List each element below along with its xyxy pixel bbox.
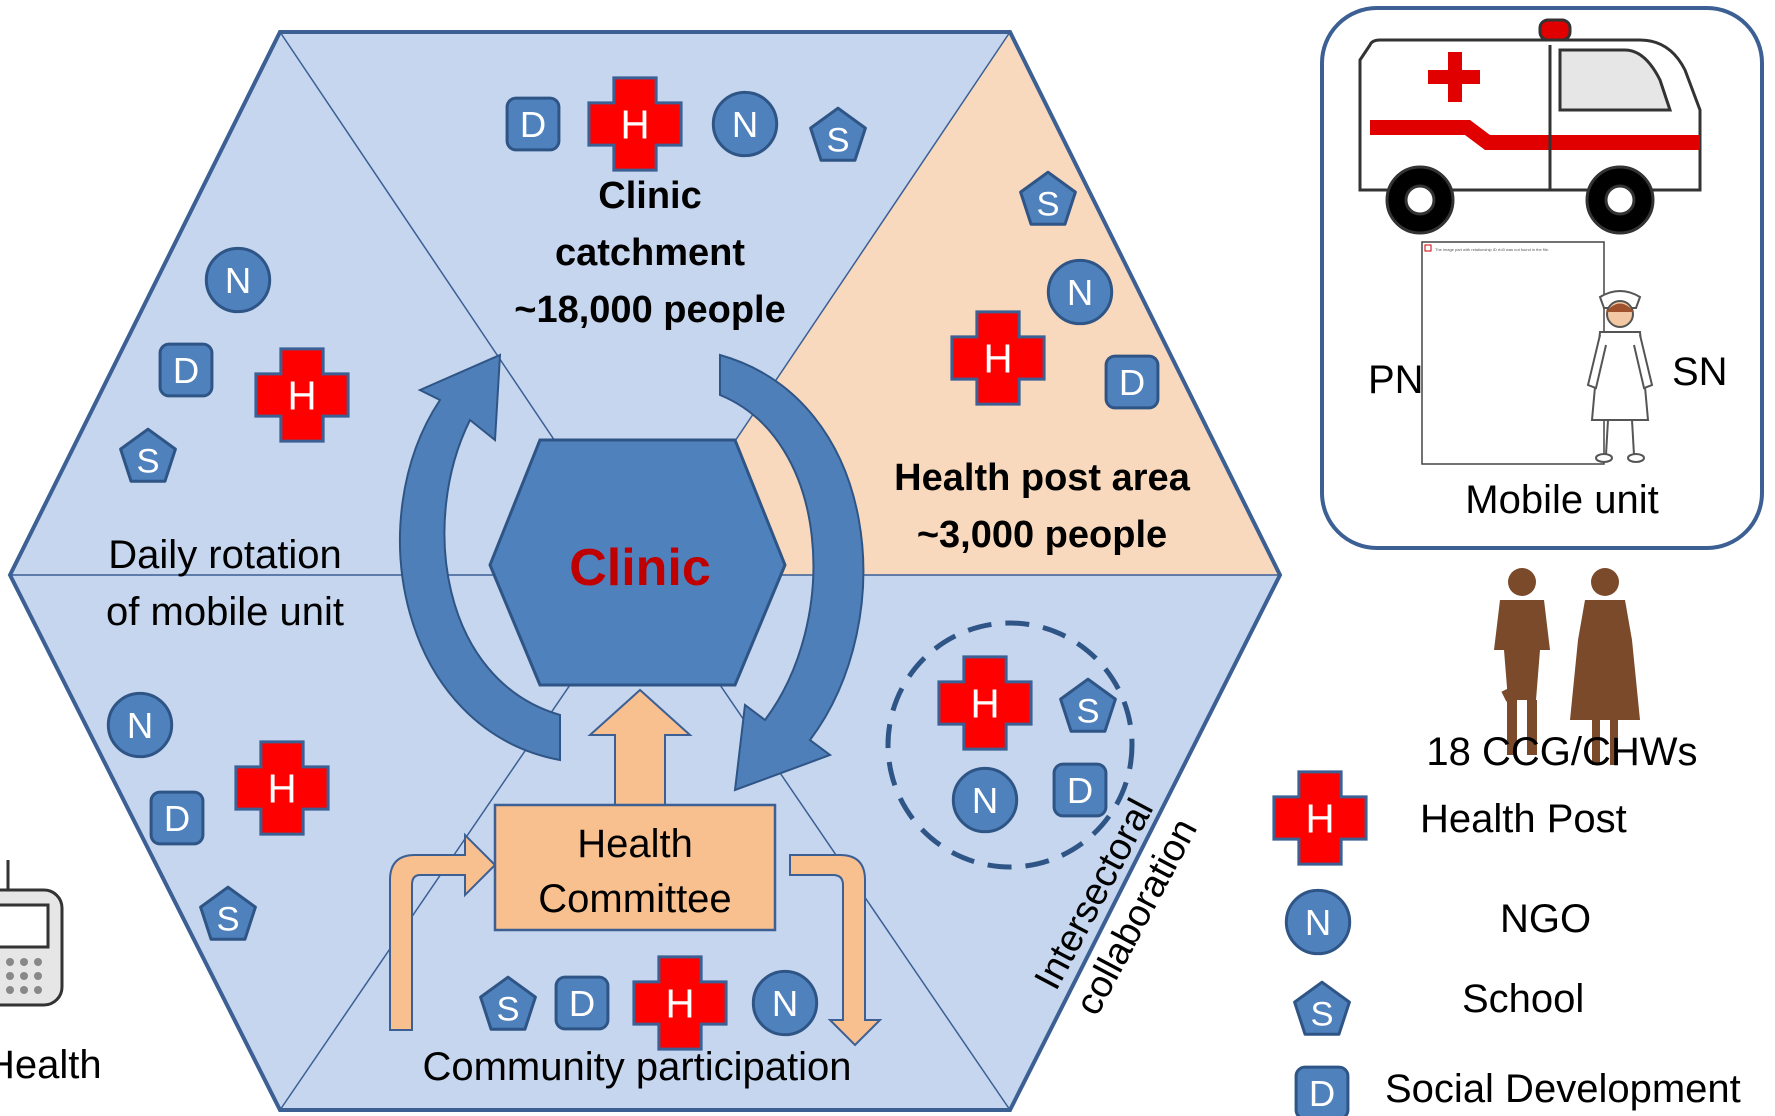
svg-text:H: H [665,981,694,1027]
svg-text:H: H [620,102,649,148]
health-committee-line1: Health [577,822,693,866]
svg-text:N: N [225,260,251,301]
social-dev-icon: D [1052,762,1108,818]
chws-label: 18 CCG/CHWs [1426,730,1697,774]
health-post-icon: H [587,76,683,172]
clinic-catchment-line3: ~18,000 people [514,289,785,331]
ngo-icon: N [951,766,1019,834]
svg-text:N: N [1305,902,1331,943]
svg-text:S: S [1076,692,1099,730]
nurse-icon [1586,290,1654,463]
svg-text:D: D [1309,1073,1335,1114]
clinic-catchment-line1: Clinic [598,175,701,217]
mobile-unit-left-label: PN [1368,358,1424,402]
clinic-center-label: Clinic [569,539,711,597]
community-in-arrow [389,832,497,1031]
social-dev-icon: D [1294,1065,1350,1116]
community-participation-label: Community participation [422,1045,851,1089]
svg-text:S: S [1310,995,1333,1033]
collaboration-circle [885,620,1135,870]
cell-phone-icon [0,860,64,1007]
ngo-icon: N [711,90,779,158]
health-post-area-line1: Health post area [894,457,1191,499]
mobile-unit-panel: The image part with relationship ID rId3… [1320,6,1764,550]
svg-text:H: H [267,766,296,812]
health-post-icon: H [632,955,728,1051]
health-post-area-line2: ~3,000 people [917,514,1167,556]
social-dev-icon: D [554,975,610,1031]
arrow-left [399,353,561,762]
svg-text:H: H [983,336,1012,382]
chws-icon [1494,568,1640,765]
svg-text:D: D [164,798,190,839]
ngo-icon: N [751,969,819,1037]
social-dev-icon: D [505,96,561,152]
health-committee: Health Committee [493,803,777,932]
svg-text:D: D [1119,362,1145,403]
svg-text:S: S [136,442,159,480]
sector-clinic-catchment [280,32,1010,575]
health-post-icon: H [254,347,350,443]
community-out-arrow [789,854,883,1047]
social-dev-icon: D [158,342,214,398]
svg-text:D: D [173,350,199,391]
svg-text:N: N [772,983,798,1024]
svg-text:S: S [1036,185,1059,223]
arrow-right [719,353,865,792]
svg-text:S: S [216,900,239,938]
clinic-catchment-line2: catchment [555,232,745,274]
health-post-icon: H [1272,770,1368,866]
health-post-icon: H [937,655,1033,751]
svg-text:N: N [732,104,758,145]
health-post-icon: H [950,310,1046,406]
legend-ngo: NGO [1500,897,1591,941]
school-icon: S [809,106,867,162]
svg-text:S: S [826,121,849,159]
svg-text:D: D [569,983,595,1024]
facility-icons: D H N S S N H D N D H S N H D S H S N D S D H N H N S D [106,76,1368,1116]
school-icon: S [1019,170,1077,226]
mobile-unit-right-label: SN [1672,350,1728,394]
school-icon: S [1059,677,1117,733]
rotation-arrows [399,353,865,792]
school-icon: S [1293,980,1351,1036]
svg-text:N: N [972,780,998,821]
health-committee-line2: Committee [538,877,731,921]
social-dev-icon: D [149,790,205,846]
mobile-rotation-line2: of mobile unit [106,590,344,634]
clinic-center: Clinic [488,438,787,687]
legend-school: School [1462,977,1584,1021]
legend-social-development: Social Development [1385,1067,1741,1111]
svg-text:N: N [127,705,153,746]
sector-upper-left [10,32,645,575]
svg-text:S: S [496,990,519,1028]
missing-image-text: The image part with relationship ID rId3… [1435,247,1549,252]
ambulance-icon [1358,18,1702,235]
social-dev-icon: D [1104,354,1160,410]
school-icon: S [119,427,177,483]
legend-health-post: Health Post [1420,797,1627,841]
hexagon-outline [7,30,1283,1112]
ngo-icon: N [1046,258,1114,326]
partial-health-label: Health [0,1043,102,1087]
committee-up-arrow [587,688,693,806]
missing-image-placeholder [1421,241,1605,465]
svg-text:H: H [1305,796,1334,842]
ngo-icon: N [204,246,272,314]
health-post-icon: H [234,740,330,836]
school-icon: S [479,975,537,1031]
svg-text:D: D [1067,770,1093,811]
mobile-unit-title: Mobile unit [1465,478,1658,522]
school-icon: S [199,885,257,941]
ngo-icon: N [106,691,174,759]
ngo-icon: N [1284,888,1352,956]
legend: Health Post NGO School Social Developmen… [1385,797,1741,1111]
svg-text:H: H [970,681,999,727]
svg-text:N: N [1067,272,1093,313]
svg-text:D: D [520,104,546,145]
mobile-rotation-line1: Daily rotation [108,533,341,577]
svg-text:H: H [287,373,316,419]
